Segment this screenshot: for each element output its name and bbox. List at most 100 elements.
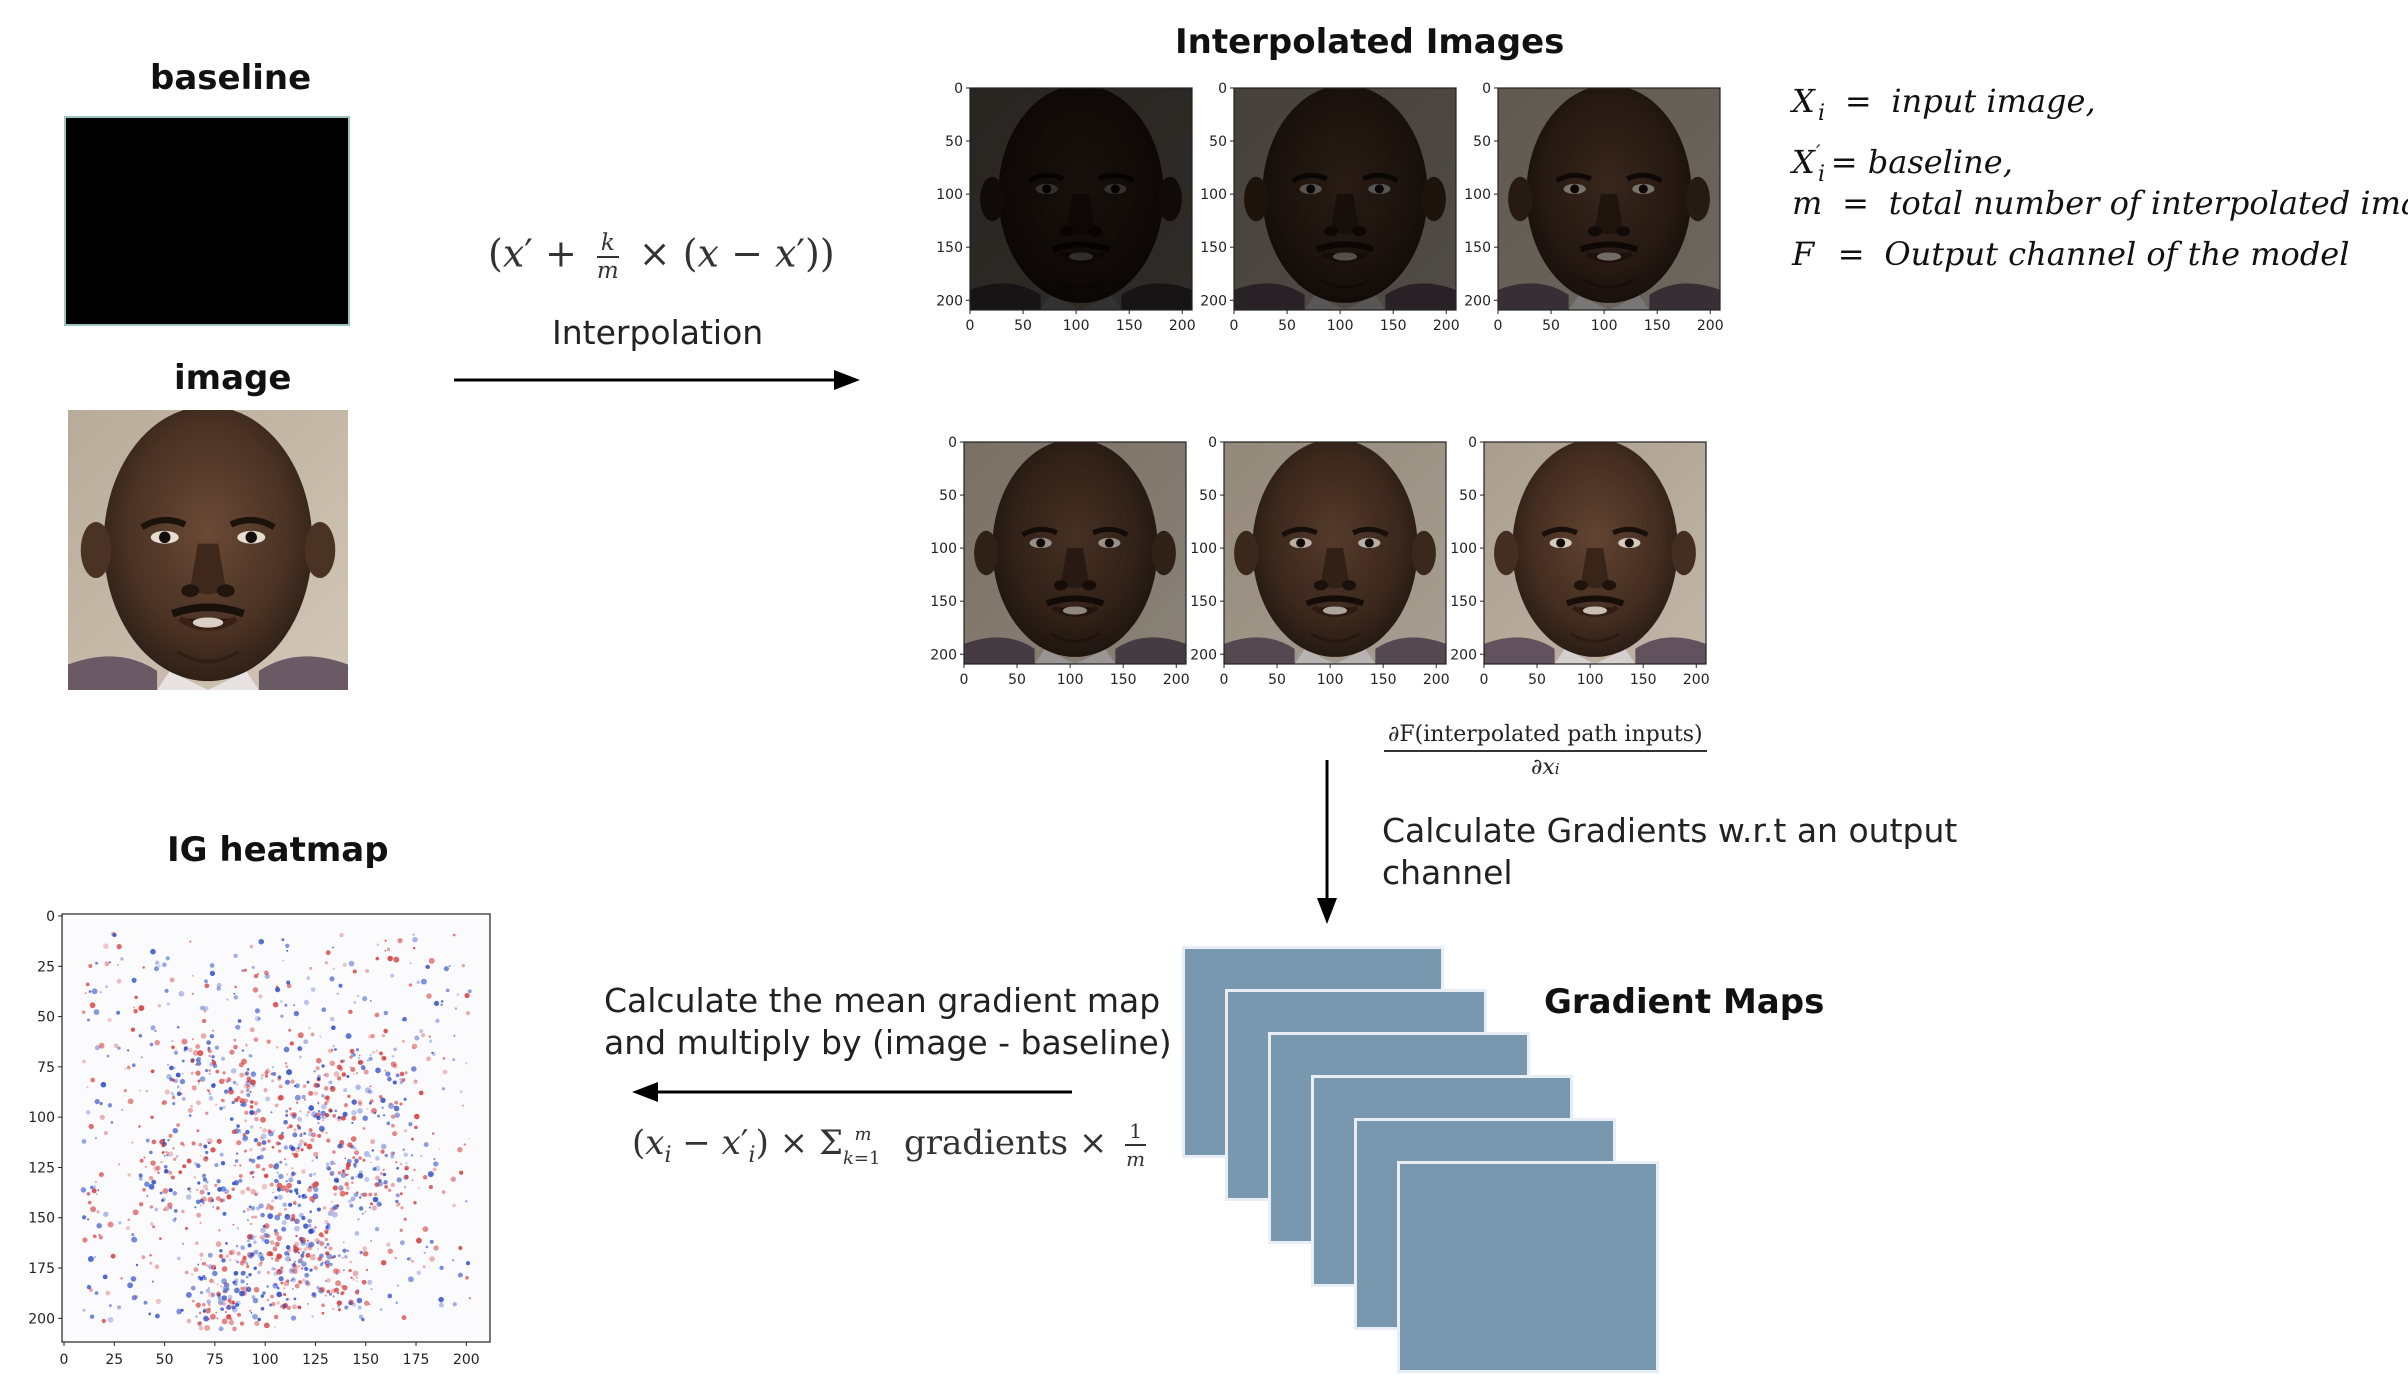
y-tick-label: 150: [1464, 240, 1491, 256]
x-tick-label: 100: [1057, 672, 1084, 688]
image-title: image: [174, 358, 292, 398]
y-tick-label: 150: [1200, 240, 1227, 256]
x-tick-label: 50: [1542, 318, 1560, 334]
y-tick-label: 150: [936, 240, 963, 256]
x-tick-label: 200: [1163, 672, 1190, 688]
y-tick-label: 125: [28, 1160, 55, 1176]
x-tick-label: 200: [1423, 672, 1450, 688]
gradient-label-line2: channel: [1382, 853, 1513, 892]
interpolated-images-title: Interpolated Images: [1175, 22, 1565, 62]
gradient-maps-title: Gradient Maps: [1544, 982, 1825, 1022]
interpolation-darkening-2: [1234, 88, 1456, 310]
x-tick-label: 200: [1169, 318, 1196, 334]
x-tick-label: 50: [156, 1352, 174, 1368]
x-tick-label: 0: [1230, 318, 1239, 334]
y-tick-label: 150: [1190, 594, 1217, 610]
x-tick-label: 50: [1278, 318, 1296, 334]
x-tick-label: 100: [1327, 318, 1354, 334]
y-tick-label: 100: [1464, 187, 1491, 203]
y-tick-label: 200: [1190, 647, 1217, 663]
x-tick-label: 150: [1630, 672, 1657, 688]
y-tick-label: 200: [1464, 293, 1491, 309]
gradient-arrow: [1317, 760, 1337, 924]
x-tick-label: 150: [1370, 672, 1397, 688]
gradient-formula-denominator: ∂xi: [1531, 755, 1560, 780]
heatmap-speckles: [80, 931, 472, 1332]
x-tick-label: 200: [453, 1352, 480, 1368]
y-tick-label: 0: [46, 909, 55, 925]
y-tick-label: 100: [28, 1110, 55, 1126]
y-tick-label: 0: [1208, 435, 1217, 451]
interpolation-darkening-6: [1484, 442, 1706, 664]
interpolation-darkening-1: [970, 88, 1192, 310]
y-tick-label: 200: [28, 1311, 55, 1327]
interpolation-darkening-5: [1224, 442, 1446, 664]
x-tick-label: 50: [1014, 318, 1032, 334]
x-tick-label: 0: [1480, 672, 1489, 688]
x-tick-label: 0: [1220, 672, 1229, 688]
y-tick-label: 100: [930, 541, 957, 557]
y-tick-label: 200: [930, 647, 957, 663]
x-tick-label: 100: [252, 1352, 279, 1368]
interpolation-arrow: [454, 370, 860, 390]
legend-line-m: m = total number of interpolated images,: [1792, 184, 2408, 222]
y-tick-label: 50: [945, 134, 963, 150]
y-tick-label: 50: [1473, 134, 1491, 150]
x-tick-label: 100: [1591, 318, 1618, 334]
y-tick-label: 0: [954, 81, 963, 97]
interpolation-darkening-4: [964, 442, 1186, 664]
baseline-image: [64, 116, 350, 326]
mean-label-line1: Calculate the mean gradient map: [604, 981, 1161, 1020]
gradient-label-line1: Calculate Gradients w.r.t an output: [1382, 811, 1958, 850]
mean-arrow: [632, 1082, 1072, 1102]
y-tick-label: 150: [930, 594, 957, 610]
y-tick-label: 0: [1468, 435, 1477, 451]
gradient-formula-numerator: ∂F(interpolated path inputs): [1384, 722, 1707, 752]
y-tick-label: 175: [28, 1261, 55, 1277]
x-tick-label: 100: [1317, 672, 1344, 688]
gradient-map-6: [1397, 1161, 1659, 1373]
baseline-title: baseline: [150, 58, 312, 98]
x-tick-label: 125: [302, 1352, 329, 1368]
x-tick-label: 200: [1697, 318, 1724, 334]
y-tick-label: 200: [1450, 647, 1477, 663]
x-tick-label: 100: [1063, 318, 1090, 334]
x-tick-label: 0: [960, 672, 969, 688]
x-tick-label: 175: [403, 1352, 430, 1368]
x-tick-label: 150: [1644, 318, 1671, 334]
y-tick-label: 150: [1450, 594, 1477, 610]
x-tick-label: 100: [1577, 672, 1604, 688]
x-tick-label: 150: [1110, 672, 1137, 688]
y-tick-label: 50: [1199, 488, 1217, 504]
y-tick-label: 0: [1218, 81, 1227, 97]
x-tick-label: 150: [1380, 318, 1407, 334]
interpolation-label: Interpolation: [552, 313, 764, 352]
x-tick-label: 200: [1433, 318, 1460, 334]
y-tick-label: 25: [37, 959, 55, 975]
x-tick-label: 0: [1494, 318, 1503, 334]
x-tick-label: 150: [1116, 318, 1143, 334]
y-tick-label: 100: [1190, 541, 1217, 557]
x-tick-label: 0: [60, 1352, 69, 1368]
y-tick-label: 100: [936, 187, 963, 203]
y-tick-label: 0: [1482, 81, 1491, 97]
y-tick-label: 0: [948, 435, 957, 451]
y-tick-label: 100: [1200, 187, 1227, 203]
x-tick-label: 50: [1268, 672, 1286, 688]
legend-line-F: F = Output channel of the model: [1792, 235, 2350, 273]
y-tick-label: 200: [1200, 293, 1227, 309]
ig-heatmap-title: IG heatmap: [167, 830, 389, 870]
y-tick-label: 50: [37, 1010, 55, 1026]
x-tick-label: 50: [1008, 672, 1026, 688]
y-tick-label: 200: [936, 293, 963, 309]
